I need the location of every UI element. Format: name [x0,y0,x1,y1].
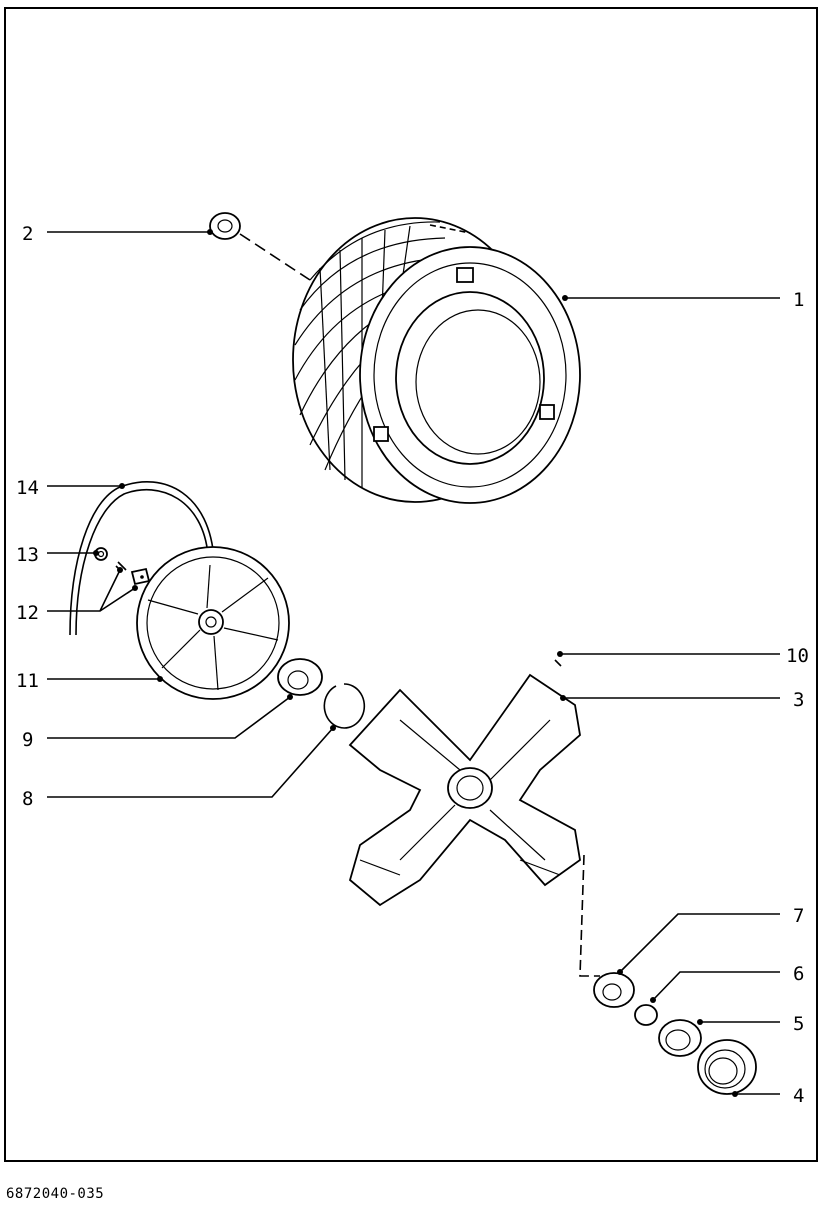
callout-8: 8 [22,788,33,810]
callout-4: 4 [793,1085,804,1107]
callout-14: 14 [16,477,39,499]
callout-7: 7 [793,905,804,927]
callout-12: 12 [16,602,39,624]
callout-10: 10 [786,645,809,667]
bearing-7-part [593,972,635,1008]
callout-1: 1 [793,289,804,311]
callout-5: 5 [793,1013,804,1035]
callout-11: 11 [16,670,39,692]
callout-9: 9 [22,729,33,751]
circlip-part [323,683,366,729]
callout-13: 13 [16,544,39,566]
bearing-9-part [277,658,323,696]
spider-part [348,659,600,977]
leader-lines [47,229,780,1097]
washer-part [634,1004,658,1026]
document-id: 6872040-035 [6,1186,105,1202]
screw-clip-part [115,561,151,586]
callout-6: 6 [793,963,804,985]
drum-part [292,217,581,504]
callout-2: 2 [22,223,33,245]
bearing-seal-part [697,1039,757,1095]
drawing-frame [4,7,818,1162]
seal-part [209,212,311,281]
callout-3: 3 [793,689,804,711]
pulley-part [136,546,290,700]
bearing-5-part [658,1019,702,1057]
